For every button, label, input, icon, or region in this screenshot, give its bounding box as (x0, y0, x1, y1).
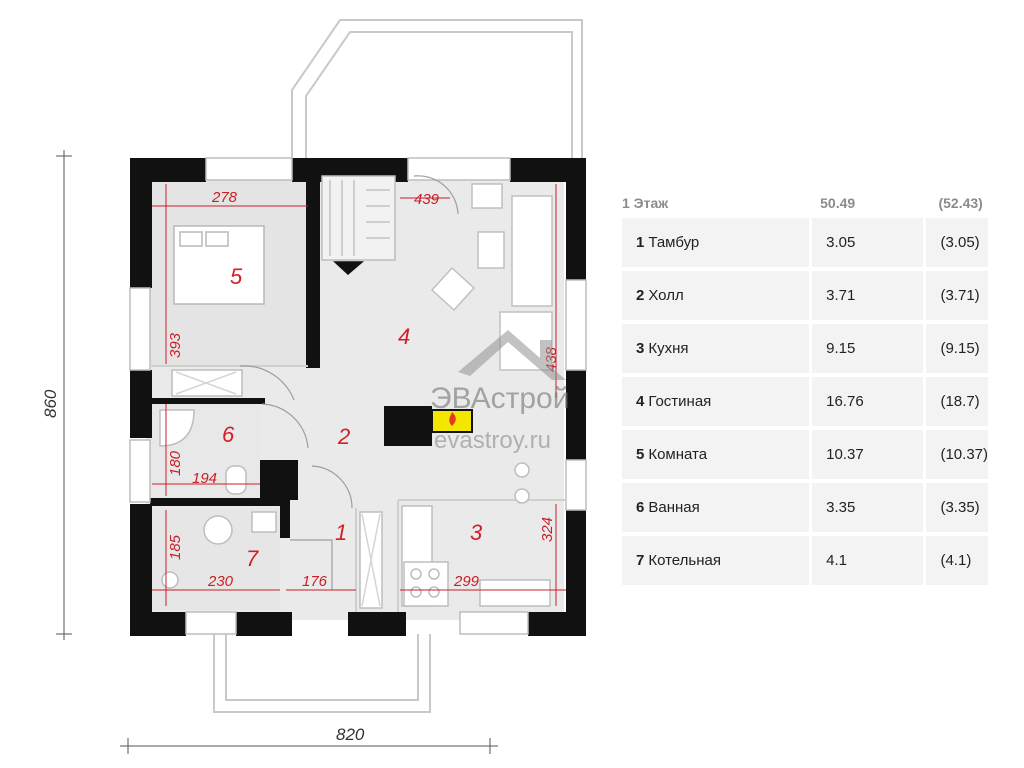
room-number: 7 (636, 552, 645, 569)
partitions (150, 365, 566, 612)
room-area-total: (3.71) (926, 271, 988, 324)
room-name: Котельная (648, 552, 721, 569)
room-number: 3 (636, 340, 645, 357)
room-area: 4.1 (812, 536, 927, 589)
room-area-total: (18.7) (926, 377, 988, 430)
dim-185: 185 (167, 534, 184, 560)
walls (130, 158, 586, 636)
room-area: 9.15 (812, 324, 927, 377)
bed (173, 225, 265, 305)
porch-bottom (213, 634, 431, 713)
room-number: 2 (636, 287, 645, 304)
room-area-total: (3.35) (926, 483, 988, 536)
room-name: Холл (648, 287, 684, 304)
windows (129, 157, 587, 635)
room-label-1: 1 (335, 520, 347, 545)
dim-324: 324 (539, 517, 556, 542)
dim-230: 230 (207, 573, 234, 590)
table-header-row: 1 Этаж 50.49 (52.43) (622, 188, 988, 218)
dim-180: 180 (167, 450, 184, 476)
room-area: 3.05 (812, 218, 927, 271)
room-area: 10.37 (812, 430, 927, 483)
dimension-lines (152, 184, 566, 606)
room-label-2: 2 (337, 424, 350, 449)
floor-plan: 278 439 393 438 180 194 185 230 176 299 … (41, 19, 587, 754)
flame-icon (449, 412, 456, 426)
room-area: 3.71 (812, 271, 927, 324)
overall-height-label: 860 (41, 389, 60, 418)
dim-278: 278 (211, 189, 238, 206)
dim-439: 439 (414, 191, 440, 208)
overall-dimension-lines (56, 150, 498, 754)
room-number: 4 (636, 393, 645, 410)
watermark-brand: ЭВАстрой (430, 382, 569, 415)
door-swings (239, 175, 459, 590)
watermark-site: evastroy.ru (434, 427, 551, 454)
room-area: 16.76 (812, 377, 927, 430)
room-label-5: 5 (230, 264, 243, 289)
room-number: 1 (636, 234, 645, 251)
room-name: Комната (648, 446, 708, 463)
room-name: Кухня (648, 340, 689, 357)
dim-393: 393 (167, 332, 184, 358)
header-area-total: (52.43) (938, 195, 983, 211)
room-label-7: 7 (246, 546, 259, 571)
room-number: 6 (636, 499, 645, 516)
room-area-total: (4.1) (926, 536, 988, 589)
terrace-top (291, 19, 583, 160)
room-name: Ванная (648, 499, 700, 516)
staircase (321, 175, 396, 276)
room-number: 5 (636, 446, 645, 463)
room-label-4: 4 (398, 324, 410, 349)
kitchen-furniture (401, 462, 551, 607)
bath-fixtures (159, 369, 383, 609)
room-label-3: 3 (470, 520, 483, 545)
header-area: 50.49 (820, 195, 856, 211)
watermark: ЭВАстрой evastroy.ru (430, 330, 569, 454)
dim-299: 299 (453, 573, 480, 590)
room-area-total: (10.37) (926, 430, 988, 483)
room-area-total: (3.05) (926, 218, 988, 271)
header-floor: 1 Этаж (622, 195, 669, 211)
room-name: Тамбур (648, 234, 700, 251)
room-area-total: (9.15) (926, 324, 988, 377)
room-name: Гостиная (648, 393, 712, 410)
dim-194: 194 (192, 470, 217, 487)
room-area: 3.35 (812, 483, 927, 536)
overall-width-label: 820 (336, 725, 365, 744)
dim-176: 176 (302, 573, 328, 590)
room-label-6: 6 (222, 422, 235, 447)
house-logo-icon (458, 330, 566, 380)
